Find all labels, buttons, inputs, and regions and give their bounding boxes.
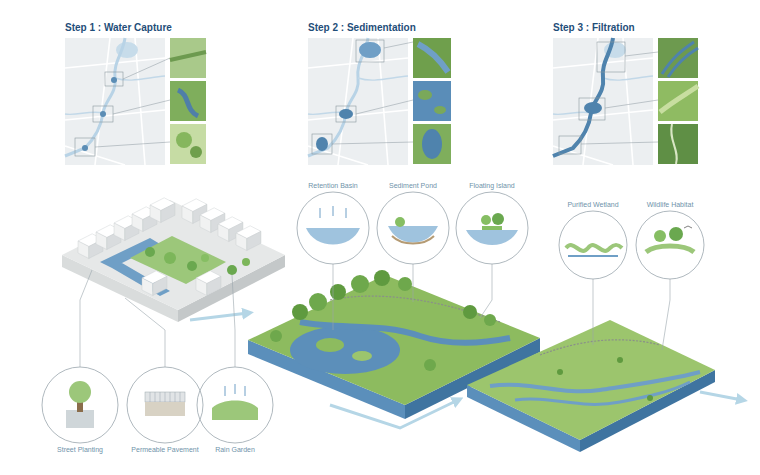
circle-label: Sediment Pond bbox=[361, 181, 465, 190]
circle-outline bbox=[126, 366, 204, 444]
step-title: Step 3 : Filtration bbox=[553, 22, 707, 34]
circle-outline bbox=[297, 192, 369, 264]
circle-outline bbox=[296, 191, 370, 265]
process-circle: Street Planting bbox=[26, 367, 134, 455]
circle-outline bbox=[196, 366, 274, 444]
circle-outline bbox=[42, 367, 118, 443]
circle-label: Wildlife Habitat bbox=[620, 200, 720, 209]
process-circle: Wildlife Habitat bbox=[620, 199, 720, 279]
circle-outline bbox=[635, 210, 705, 280]
circle-outline bbox=[127, 367, 203, 443]
circle-outline bbox=[636, 211, 704, 279]
process-circle: Floating Island bbox=[440, 180, 544, 264]
circle-label: Purified Wetland bbox=[543, 200, 643, 209]
circle-outline bbox=[559, 211, 627, 279]
circle-outline bbox=[455, 191, 529, 265]
step-panel: Step 3 : Filtration bbox=[553, 22, 707, 167]
circle-label: Permeable Pavement bbox=[111, 445, 219, 454]
step-title: Step 2 : Sedimentation bbox=[308, 22, 457, 34]
circle-label: Retention Basin bbox=[281, 181, 385, 190]
circle-label: Floating Island bbox=[440, 181, 544, 190]
process-circle: Sediment Pond bbox=[361, 180, 465, 264]
circle-outline bbox=[41, 366, 119, 444]
circle-outline bbox=[377, 192, 449, 264]
process-circle: Purified Wetland bbox=[543, 199, 643, 279]
process-circle: Rain Garden bbox=[181, 367, 289, 455]
circle-outline bbox=[197, 367, 273, 443]
step-panel: Step 1 : Water Capture bbox=[65, 22, 214, 167]
process-circle: Permeable Pavement bbox=[111, 367, 219, 455]
circle-outline bbox=[456, 192, 528, 264]
circle-outline bbox=[376, 191, 450, 265]
circle-label: Rain Garden bbox=[181, 445, 289, 454]
circle-label: Street Planting bbox=[26, 445, 134, 454]
step-panel: Step 2 : Sedimentation bbox=[308, 22, 457, 167]
process-circle: Retention Basin bbox=[281, 180, 385, 264]
circle-outline bbox=[558, 210, 628, 280]
step-title: Step 1 : Water Capture bbox=[65, 22, 214, 34]
